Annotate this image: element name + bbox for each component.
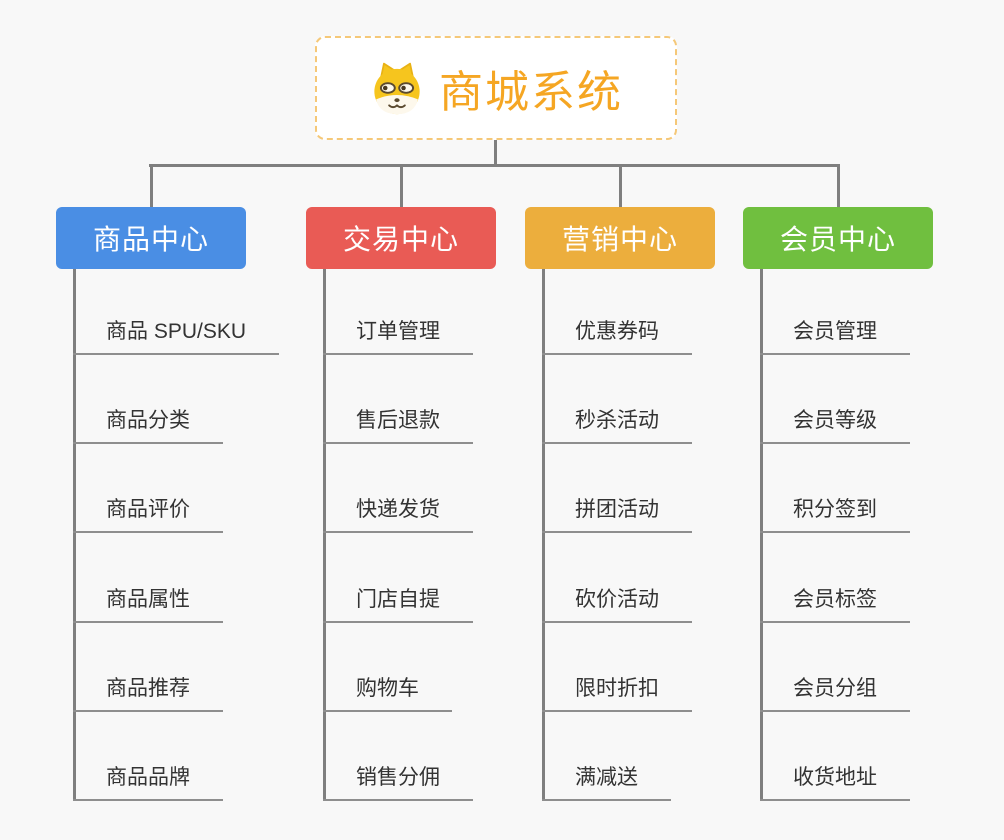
leaf-node[interactable]: 销售分佣 [323, 761, 473, 801]
leaf-trunk-line [542, 269, 545, 801]
leaf-node[interactable]: 秒杀活动 [542, 404, 692, 444]
leaf-trunk-line [73, 269, 76, 801]
branch-drop-line [836, 164, 840, 210]
leaf-node[interactable]: 会员分组 [760, 672, 910, 712]
leaf-node[interactable]: 商品评价 [73, 493, 223, 533]
leaf-node[interactable]: 满减送 [542, 761, 671, 801]
leaf-trunk-line [323, 269, 326, 801]
leaf-node[interactable]: 会员标签 [760, 583, 910, 623]
branch-node-3[interactable]: 营销中心 [525, 207, 715, 269]
leaf-node[interactable]: 优惠券码 [542, 315, 692, 355]
leaf-node[interactable]: 会员等级 [760, 404, 910, 444]
leaf-node[interactable]: 商品推荐 [73, 672, 223, 712]
branch-drop-line [618, 164, 622, 210]
leaf-node[interactable]: 订单管理 [323, 315, 473, 355]
leaf-node[interactable]: 限时折扣 [542, 672, 692, 712]
branch-drop-line [149, 164, 153, 210]
leaf-node[interactable]: 商品属性 [73, 583, 223, 623]
leaf-node[interactable]: 积分签到 [760, 493, 910, 533]
leaf-node[interactable]: 砍价活动 [542, 583, 692, 623]
leaf-node[interactable]: 购物车 [323, 672, 452, 712]
leaf-node[interactable]: 门店自提 [323, 583, 473, 623]
leaf-trunk-line [760, 269, 763, 801]
leaf-node[interactable]: 拼团活动 [542, 493, 692, 533]
branch-node-1[interactable]: 商品中心 [56, 207, 246, 269]
branch-rail-line [149, 164, 839, 167]
root-stem-line [494, 140, 497, 166]
root-label: 商城系统 [439, 68, 623, 117]
leaf-node[interactable]: 售后退款 [323, 404, 473, 444]
dog-face-icon [369, 61, 425, 115]
leaf-node[interactable]: 商品分类 [73, 404, 223, 444]
leaf-node[interactable]: 快递发货 [323, 493, 473, 533]
branch-node-4[interactable]: 会员中心 [743, 207, 933, 269]
leaf-node[interactable]: 商品品牌 [73, 761, 223, 801]
branch-node-2[interactable]: 交易中心 [306, 207, 496, 269]
leaf-node[interactable]: 会员管理 [760, 315, 910, 355]
leaf-node[interactable]: 收货地址 [760, 761, 910, 801]
branch-drop-line [399, 164, 403, 210]
root-node[interactable]: 商城系统 [315, 36, 677, 140]
leaf-node[interactable]: 商品 SPU/SKU [73, 315, 280, 355]
